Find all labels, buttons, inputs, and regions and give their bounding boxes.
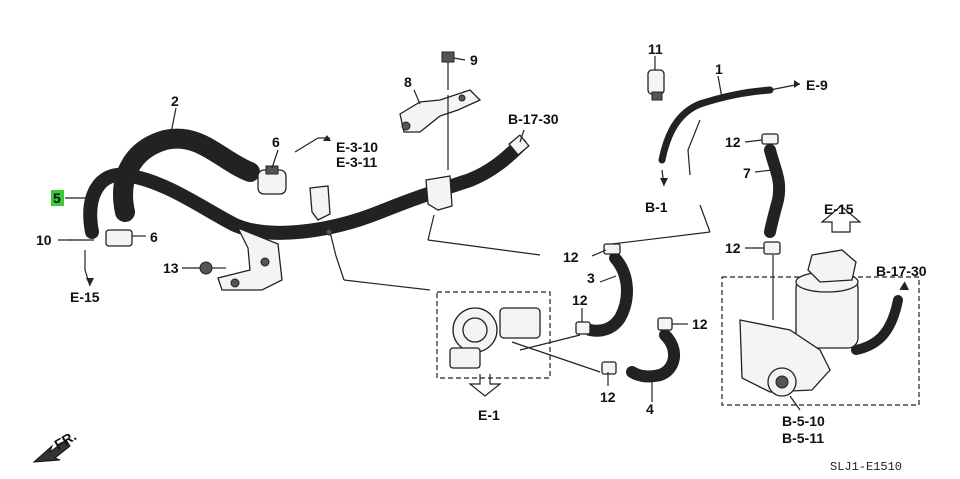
part-label-12-a: 12 — [725, 134, 741, 150]
diagram-code: SLJ1-E1510 — [830, 460, 902, 474]
ref-e1: E-1 — [478, 407, 500, 423]
part-label-9: 9 — [470, 52, 478, 68]
hose-4 — [626, 329, 680, 383]
part-label-4: 4 — [646, 401, 654, 417]
check-valve-11 — [647, 69, 665, 101]
part-label-11: 11 — [648, 41, 663, 57]
clip-12-upper-right — [761, 133, 779, 145]
valve-assembly-group — [721, 249, 920, 406]
clip-12-hose4-bottom — [601, 361, 617, 375]
part-label-10: 10 — [36, 232, 52, 248]
part-label-5: 5 — [53, 190, 61, 206]
throttle-body-group — [436, 291, 601, 397]
clip-12-hose3-bottom — [575, 321, 591, 335]
part-label-13: 13 — [163, 260, 179, 276]
hose-7 — [764, 144, 786, 238]
ref-e15-left: E-15 — [70, 289, 100, 305]
leader-lines — [58, 56, 906, 411]
ref-e15-top: E-15 — [824, 201, 854, 217]
part-label-3: 3 — [587, 270, 595, 286]
bolt-9 — [441, 51, 455, 170]
ref-b17-30-top: B-17-30 — [508, 111, 559, 127]
ref-e3-11: E-3-11 — [336, 154, 377, 170]
ref-b17-30-right: B-17-30 — [876, 263, 927, 279]
part-label-1: 1 — [715, 61, 723, 77]
air-pipe-1 — [658, 86, 774, 176]
ref-b5-10: B-5-10 — [782, 413, 825, 429]
hose-end-fitting — [508, 134, 530, 156]
part-label-12-e: 12 — [692, 316, 708, 332]
pipe-stay — [309, 175, 453, 221]
part-label-6-upper: 6 — [272, 134, 280, 150]
ref-arrows — [86, 80, 909, 290]
part-label-12-d: 12 — [572, 292, 588, 308]
front-direction-arrow — [32, 439, 71, 463]
ref-e3-10: E-3-10 — [336, 139, 378, 155]
part-label-12-b: 12 — [725, 240, 741, 256]
part-label-2: 2 — [171, 93, 179, 109]
part-label-8: 8 — [404, 74, 412, 90]
hose-clamp-6-lower — [105, 229, 133, 247]
up-arrow-e15 — [820, 205, 862, 233]
hose-3 — [584, 252, 633, 337]
pipe-bracket — [217, 226, 283, 291]
part-label-6-lower: 6 — [150, 229, 158, 245]
bolt-13 — [199, 261, 226, 275]
hose-clamp-6-upper — [257, 165, 287, 195]
pipe-bolt — [325, 228, 337, 257]
part-label-12-c: 12 — [563, 249, 579, 265]
ref-b1: B-1 — [645, 199, 668, 215]
water-pipe-5 — [83, 138, 527, 240]
bracket-8 — [399, 89, 482, 133]
clip-12-hose4-top — [657, 317, 673, 331]
ref-b5-11: B-5-11 — [782, 430, 824, 446]
highlight-part-5 — [51, 190, 64, 206]
ref-e9: E-9 — [806, 77, 828, 93]
clip-12-lower-right — [763, 241, 781, 255]
part-label-12-f: 12 — [600, 389, 616, 405]
clip-12-hose3-top — [603, 243, 621, 255]
part-label-7: 7 — [743, 165, 751, 181]
water-hose-2 — [113, 128, 260, 222]
